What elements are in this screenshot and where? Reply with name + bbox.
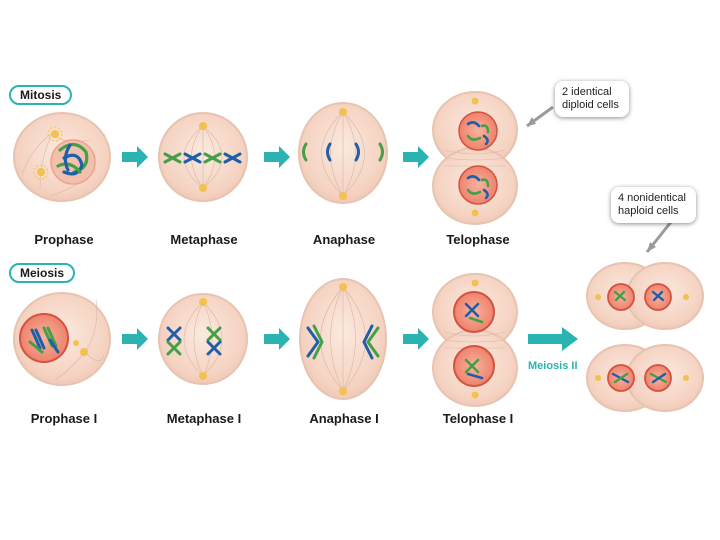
chromosome-group bbox=[302, 142, 384, 162]
centrosome bbox=[471, 97, 479, 105]
centrosome bbox=[33, 164, 49, 180]
callout-pointer bbox=[645, 221, 673, 253]
mitosis-anaphase-cell bbox=[298, 102, 388, 204]
stage-label-prophase-i: Prophase I bbox=[30, 411, 98, 426]
meiosis-anaphase-i-cell bbox=[299, 278, 387, 400]
meiosis-metaphase-i-cell bbox=[158, 293, 248, 385]
meiosis-ii-label: Meiosis II bbox=[528, 360, 578, 372]
meiosis-title: Meiosis bbox=[9, 263, 76, 283]
centrosome bbox=[471, 279, 479, 287]
mitosis-telophase-cell bbox=[432, 91, 518, 225]
meiosis-ii-product-cells-top bbox=[586, 262, 704, 330]
chromosome-group bbox=[28, 326, 60, 354]
stage-label-prophase: Prophase bbox=[34, 232, 94, 247]
nucleus bbox=[19, 313, 69, 363]
stage-label-telophase: Telophase bbox=[446, 232, 510, 247]
meiosis-result-callout: 4 nonidentical haploid cells bbox=[611, 187, 696, 223]
centrosome bbox=[471, 391, 479, 399]
nucleus bbox=[458, 111, 498, 151]
centrosome bbox=[199, 184, 207, 192]
stage-label-metaphase: Metaphase bbox=[170, 232, 238, 247]
chromosome-group bbox=[56, 142, 89, 176]
chromosome-group bbox=[166, 326, 222, 356]
centrosome bbox=[199, 372, 207, 380]
stage-arrow bbox=[403, 328, 429, 350]
mitosis-title: Mitosis bbox=[9, 85, 73, 105]
chromosome-group bbox=[306, 324, 380, 360]
meiosis-ii-product-cells-bottom bbox=[586, 344, 704, 412]
centrosome bbox=[339, 192, 347, 200]
callout-line: 4 nonidentical bbox=[618, 192, 686, 204]
chromosome-group bbox=[163, 152, 242, 164]
centrosome bbox=[199, 122, 207, 130]
centrosome bbox=[471, 209, 479, 217]
nucleus bbox=[458, 165, 498, 205]
stage-arrow bbox=[264, 146, 290, 168]
nucleus bbox=[453, 345, 495, 387]
stage-label-metaphase-i: Metaphase I bbox=[166, 411, 242, 426]
callout-line: diploid cells bbox=[562, 99, 619, 111]
mitosis-result-callout: 2 identical diploid cells bbox=[555, 81, 629, 117]
centrosome bbox=[339, 387, 347, 395]
stage-arrow bbox=[122, 328, 148, 350]
callout-line: haploid cells bbox=[618, 205, 679, 217]
meiosis-ii-arrow bbox=[528, 327, 578, 351]
centrosome bbox=[339, 283, 347, 291]
centrosome bbox=[339, 108, 347, 116]
centrosome bbox=[80, 348, 88, 356]
mitosis-metaphase-cell bbox=[158, 112, 248, 202]
mitosis-prophase-cell bbox=[13, 112, 111, 202]
meiosis-prophase-i-cell bbox=[13, 292, 111, 386]
stage-label-anaphase: Anaphase bbox=[312, 232, 376, 247]
centrosome bbox=[199, 298, 207, 306]
centrosome bbox=[73, 340, 79, 346]
centrosome bbox=[47, 126, 63, 142]
stage-label-telophase-i: Telophase I bbox=[442, 411, 514, 426]
stage-arrow bbox=[122, 146, 148, 168]
stage-arrow bbox=[264, 328, 290, 350]
stage-label-anaphase-i: Anaphase I bbox=[309, 411, 379, 426]
meiosis-telophase-i-cell bbox=[432, 273, 518, 407]
callout-line: 2 identical bbox=[562, 86, 612, 98]
stage-arrow bbox=[403, 146, 429, 168]
callout-pointer bbox=[526, 105, 554, 128]
